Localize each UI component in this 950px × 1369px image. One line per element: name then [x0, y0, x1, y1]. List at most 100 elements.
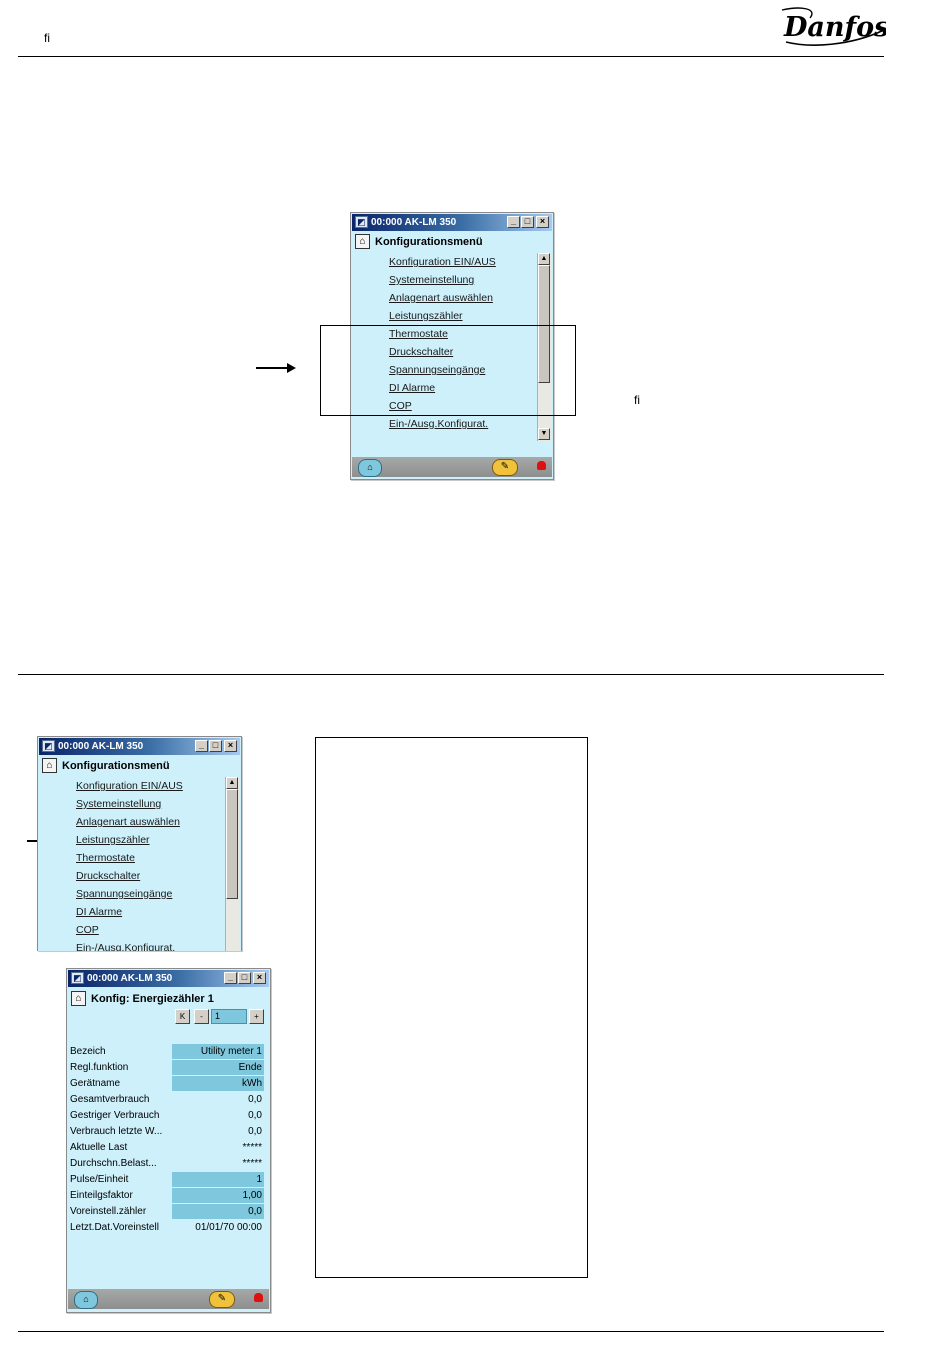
maximize-button[interactable]: □	[238, 972, 251, 984]
alarm-bell-icon[interactable]	[254, 1293, 263, 1302]
menu-item-thermostate[interactable]: Thermostate	[389, 328, 448, 340]
window-titlebar: ◩ 00:000 AK-LM 350 _ □ ×	[68, 970, 269, 987]
side-note-ligature: ﬁ	[634, 393, 640, 407]
param-value[interactable]: kWh	[172, 1076, 264, 1091]
menu-title: Konfigurationsmenü	[62, 760, 170, 772]
param-value[interactable]: Utility meter 1	[172, 1044, 264, 1059]
window-title: 00:000 AK-LM 350	[371, 217, 457, 228]
section-rule	[18, 674, 884, 675]
menu-item-anlagenart[interactable]: Anlagenart auswählen	[389, 292, 493, 304]
close-button[interactable]: ×	[253, 972, 266, 984]
app-icon: ◩	[355, 216, 368, 228]
config-menu-window-bottom: ◩ 00:000 AK-LM 350 _ □ × ⌂ Konfiguration…	[37, 736, 242, 951]
danfoss-logo: Danfoss	[781, 7, 886, 46]
home-icon[interactable]: ⌂	[42, 758, 57, 773]
header-rule	[18, 56, 884, 57]
menu-title: Konfigurationsmenü	[375, 236, 483, 248]
menu-item-cop[interactable]: COP	[389, 400, 412, 412]
app-icon: ◩	[42, 740, 55, 752]
param-label: Pulse/Einheit	[70, 1174, 129, 1185]
scrollbar[interactable]: ▲	[225, 777, 239, 951]
scroll-thumb[interactable]	[538, 265, 550, 383]
scroll-up-button[interactable]: ▲	[226, 777, 238, 789]
param-value[interactable]: 1,00	[172, 1188, 264, 1203]
param-row: Verbrauch letzte W...0,0	[70, 1124, 266, 1139]
minimize-button[interactable]: _	[195, 740, 208, 752]
config-menu-window-top: ◩ 00:000 AK-LM 350 _ □ × ⌂ Konfiguration…	[350, 212, 554, 480]
window-titlebar: ◩ 00:000 AK-LM 350 _ □ ×	[39, 738, 240, 755]
first-record-button[interactable]: K	[175, 1009, 190, 1024]
footer-rule	[18, 1331, 884, 1332]
menu-item-leistungszaehler[interactable]: Leistungszähler	[389, 310, 463, 322]
param-row: Gesamtverbrauch 0,0	[70, 1092, 266, 1107]
menu-item-thermostate[interactable]: Thermostate	[76, 852, 135, 864]
param-value: 0,0	[248, 1094, 262, 1105]
param-row: Durchschn.Belast...*****	[70, 1156, 266, 1171]
param-value: *****	[242, 1142, 262, 1153]
scroll-up-button[interactable]: ▲	[538, 253, 550, 265]
menu-item-druckschalter[interactable]: Druckschalter	[76, 870, 141, 882]
next-record-button[interactable]: +	[249, 1009, 264, 1024]
menu-item-systemeinstellung[interactable]: Systemeinstellung	[389, 274, 475, 286]
wrench-icon[interactable]: ✎	[492, 459, 518, 476]
menu-item-spannungseingaenge[interactable]: Spannungseingänge	[389, 364, 486, 376]
param-value[interactable]: 0,0	[172, 1204, 264, 1219]
param-value[interactable]: 1	[172, 1172, 264, 1187]
energy-meter-config-window: ◩ 00:000 AK-LM 350 _ □ × ⌂ Konfig: Energ…	[66, 968, 271, 1313]
wrench-icon[interactable]: ✎	[209, 1291, 235, 1308]
menu-header: ⌂ Konfig: Energiezähler 1	[69, 990, 268, 1008]
home-icon[interactable]: ⌂	[71, 991, 86, 1006]
alarm-bell-icon[interactable]	[537, 461, 546, 470]
status-bar: ⌂ ✎	[352, 457, 552, 477]
maximize-button[interactable]: □	[209, 740, 222, 752]
param-label: Regl.funktion	[70, 1062, 129, 1073]
menu-item-konfiguration-ein-aus[interactable]: Konfiguration EIN/AUS	[76, 780, 183, 792]
window-title: 00:000 AK-LM 350	[87, 973, 173, 984]
param-value: 01/01/70 00:00	[195, 1222, 262, 1233]
menu-item-leistungszaehler[interactable]: Leistungszähler	[76, 834, 150, 846]
record-index-field[interactable]: 1	[211, 1009, 247, 1024]
menu-item-spannungseingaenge[interactable]: Spannungseingänge	[76, 888, 173, 900]
param-label: Letzt.Dat.Voreinstell	[70, 1222, 159, 1233]
home-icon[interactable]: ⌂	[358, 459, 382, 477]
menu-item-druckschalter[interactable]: Druckschalter	[389, 346, 454, 358]
param-value: *****	[242, 1158, 262, 1169]
minimize-button[interactable]: _	[224, 972, 237, 984]
home-icon[interactable]: ⌂	[355, 234, 370, 249]
header-ligature: ﬁ	[44, 31, 50, 45]
menu-item-konfiguration-ein-aus[interactable]: Konfiguration EIN/AUS	[389, 256, 496, 268]
param-value[interactable]: Ende	[172, 1060, 264, 1075]
previous-record-button[interactable]: -	[194, 1009, 209, 1024]
status-bar: ⌂ ✎	[68, 1289, 269, 1309]
menu-header: ⌂ Konfigurationsmenü	[40, 757, 239, 775]
param-label: Aktuelle Last	[70, 1142, 128, 1153]
menu-item-cop[interactable]: COP	[76, 924, 99, 936]
menu-item-anlagenart[interactable]: Anlagenart auswählen	[76, 816, 180, 828]
menu-item-ein-ausg-konfigurat[interactable]: Ein-/Ausg.Konfigurat.	[389, 418, 489, 430]
param-label: Voreinstell.zähler	[70, 1206, 147, 1217]
scrollbar[interactable]: ▲ ▼	[537, 253, 551, 441]
menu-item-systemeinstellung[interactable]: Systemeinstellung	[76, 798, 162, 810]
param-label: Verbrauch letzte W...	[70, 1126, 163, 1137]
param-label: Gesamtverbrauch	[70, 1094, 150, 1105]
menu-item-di-alarme[interactable]: DI Alarme	[389, 382, 436, 394]
close-button[interactable]: ×	[224, 740, 237, 752]
menu-item-ein-ausg-konfigurat[interactable]: Ein-/Ausg.Konfigurat.	[76, 942, 176, 951]
scroll-thumb[interactable]	[226, 789, 238, 899]
menu-item-di-alarme[interactable]: DI Alarme	[76, 906, 123, 918]
minimize-button[interactable]: _	[507, 216, 520, 228]
param-row: Regl.funktion Ende	[70, 1060, 266, 1075]
param-row: Letzt.Dat.Voreinstell 01/01/70 00:00	[70, 1220, 266, 1235]
home-icon[interactable]: ⌂	[74, 1291, 98, 1309]
pointer-arrow-top	[256, 363, 296, 373]
window-title: 00:000 AK-LM 350	[58, 741, 144, 752]
param-label: Bezeich	[70, 1046, 106, 1057]
param-row: Pulse/Einheit 1	[70, 1172, 266, 1187]
empty-text-box	[315, 737, 588, 1278]
scroll-down-button[interactable]: ▼	[538, 428, 550, 440]
close-button[interactable]: ×	[536, 216, 549, 228]
window-titlebar: ◩ 00:000 AK-LM 350 _ □ ×	[352, 214, 552, 231]
maximize-button[interactable]: □	[521, 216, 534, 228]
